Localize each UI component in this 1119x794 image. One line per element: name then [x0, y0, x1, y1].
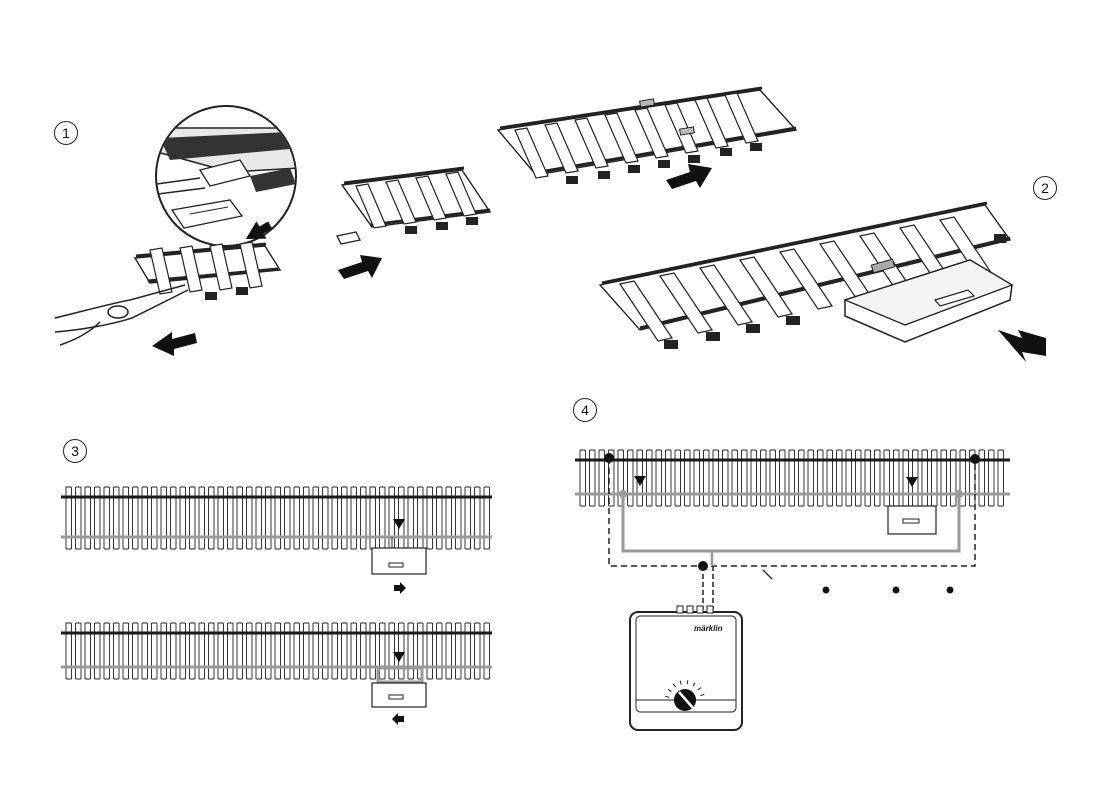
straight-track-b [61, 623, 492, 679]
step1b-group [337, 168, 490, 279]
arrow-icon [152, 332, 197, 356]
step3-group [61, 487, 492, 725]
connection-dot-icon [893, 587, 900, 594]
contact-marker-icon [634, 476, 646, 486]
pointer-line [763, 570, 772, 579]
step4-group [575, 450, 1010, 730]
connection-dot-icon [947, 587, 954, 594]
connection-dot-icon [823, 587, 830, 594]
arrow-icon [394, 582, 406, 594]
transformer-icon [630, 606, 742, 730]
step1-group [55, 106, 300, 356]
track-contact-icon [372, 548, 426, 574]
magnifier-icon [150, 106, 300, 262]
step1c-group [498, 88, 796, 189]
track-piece-2 [342, 168, 490, 234]
track-piece-1 [135, 242, 280, 300]
step2-group [600, 203, 1046, 362]
arrow-icon [338, 255, 382, 279]
arrow-icon [392, 713, 404, 725]
arrow-icon [998, 330, 1046, 362]
transformer-brand-label: märklin [694, 624, 722, 633]
arrow-icon [666, 164, 712, 189]
straight-track-a [61, 487, 492, 549]
insulator-part [337, 232, 360, 244]
